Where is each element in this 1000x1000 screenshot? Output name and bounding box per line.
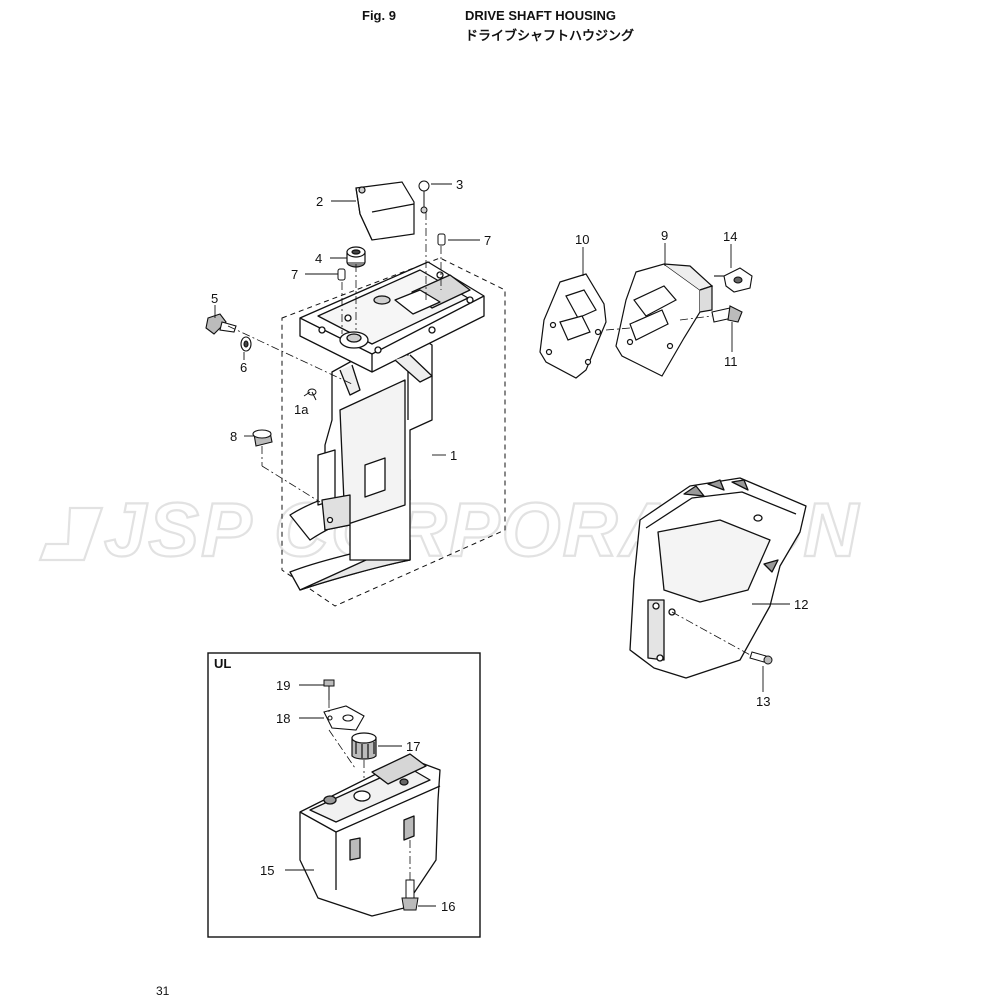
part-13-screw	[749, 651, 773, 665]
callout-7-right: 7	[484, 233, 491, 248]
callouts: 2 3 4 7 7 5 6 1a 8 1 10 9 14 11 12 13 19…	[211, 177, 808, 914]
inset-label: UL	[214, 656, 231, 671]
callout-11: 11	[724, 354, 738, 369]
part-4-bushing	[346, 246, 366, 268]
part-17-grommet	[351, 732, 377, 760]
callout-16: 16	[441, 899, 455, 914]
callout-1: 1	[450, 448, 457, 463]
part-18-gasket-plate	[323, 705, 365, 731]
alignment-lines	[227, 212, 753, 880]
callout-1a: 1a	[294, 402, 309, 417]
callout-9: 9	[661, 228, 668, 243]
page-number: 31	[156, 984, 170, 998]
part-8-plug	[252, 429, 273, 447]
callout-18: 18	[276, 711, 290, 726]
part-12-cover	[629, 477, 807, 679]
callout-15: 15	[260, 863, 274, 878]
callout-13: 13	[756, 694, 770, 709]
callout-10: 10	[575, 232, 589, 247]
figure-number: Fig. 9	[362, 8, 396, 23]
part-2-bracket	[355, 181, 415, 241]
callout-6: 6	[240, 360, 247, 375]
figure-title-japanese: ドライブシャフトハウジング	[465, 28, 635, 43]
callout-2: 2	[316, 194, 323, 209]
part-16-bolt	[401, 879, 419, 911]
callout-14: 14	[723, 229, 737, 244]
callout-8: 8	[230, 429, 237, 444]
leader-lines	[214, 183, 790, 907]
callout-3: 3	[456, 177, 463, 192]
figure-title-english: DRIVE SHAFT HOUSING	[465, 8, 616, 23]
callout-17: 17	[406, 739, 420, 754]
part-1a-pin	[307, 388, 317, 401]
part-9-cover	[615, 263, 714, 377]
part-15-extension	[299, 753, 441, 917]
drive-shaft-housing	[281, 257, 506, 607]
part-11-bolt	[711, 305, 743, 323]
callout-12: 12	[794, 597, 808, 612]
callout-4: 4	[315, 251, 322, 266]
part-6-washer	[240, 336, 252, 352]
part-14-nut	[714, 267, 753, 293]
callout-7-left: 7	[291, 267, 298, 282]
ul-inset: UL	[207, 652, 481, 938]
callout-5: 5	[211, 291, 218, 306]
part-3-screw	[418, 180, 430, 214]
part-5-bolt	[205, 313, 237, 335]
part-19-screw	[323, 679, 335, 700]
part-10-gasket	[539, 273, 607, 379]
callout-19: 19	[276, 678, 290, 693]
part-7-dowel-pin	[337, 233, 446, 281]
